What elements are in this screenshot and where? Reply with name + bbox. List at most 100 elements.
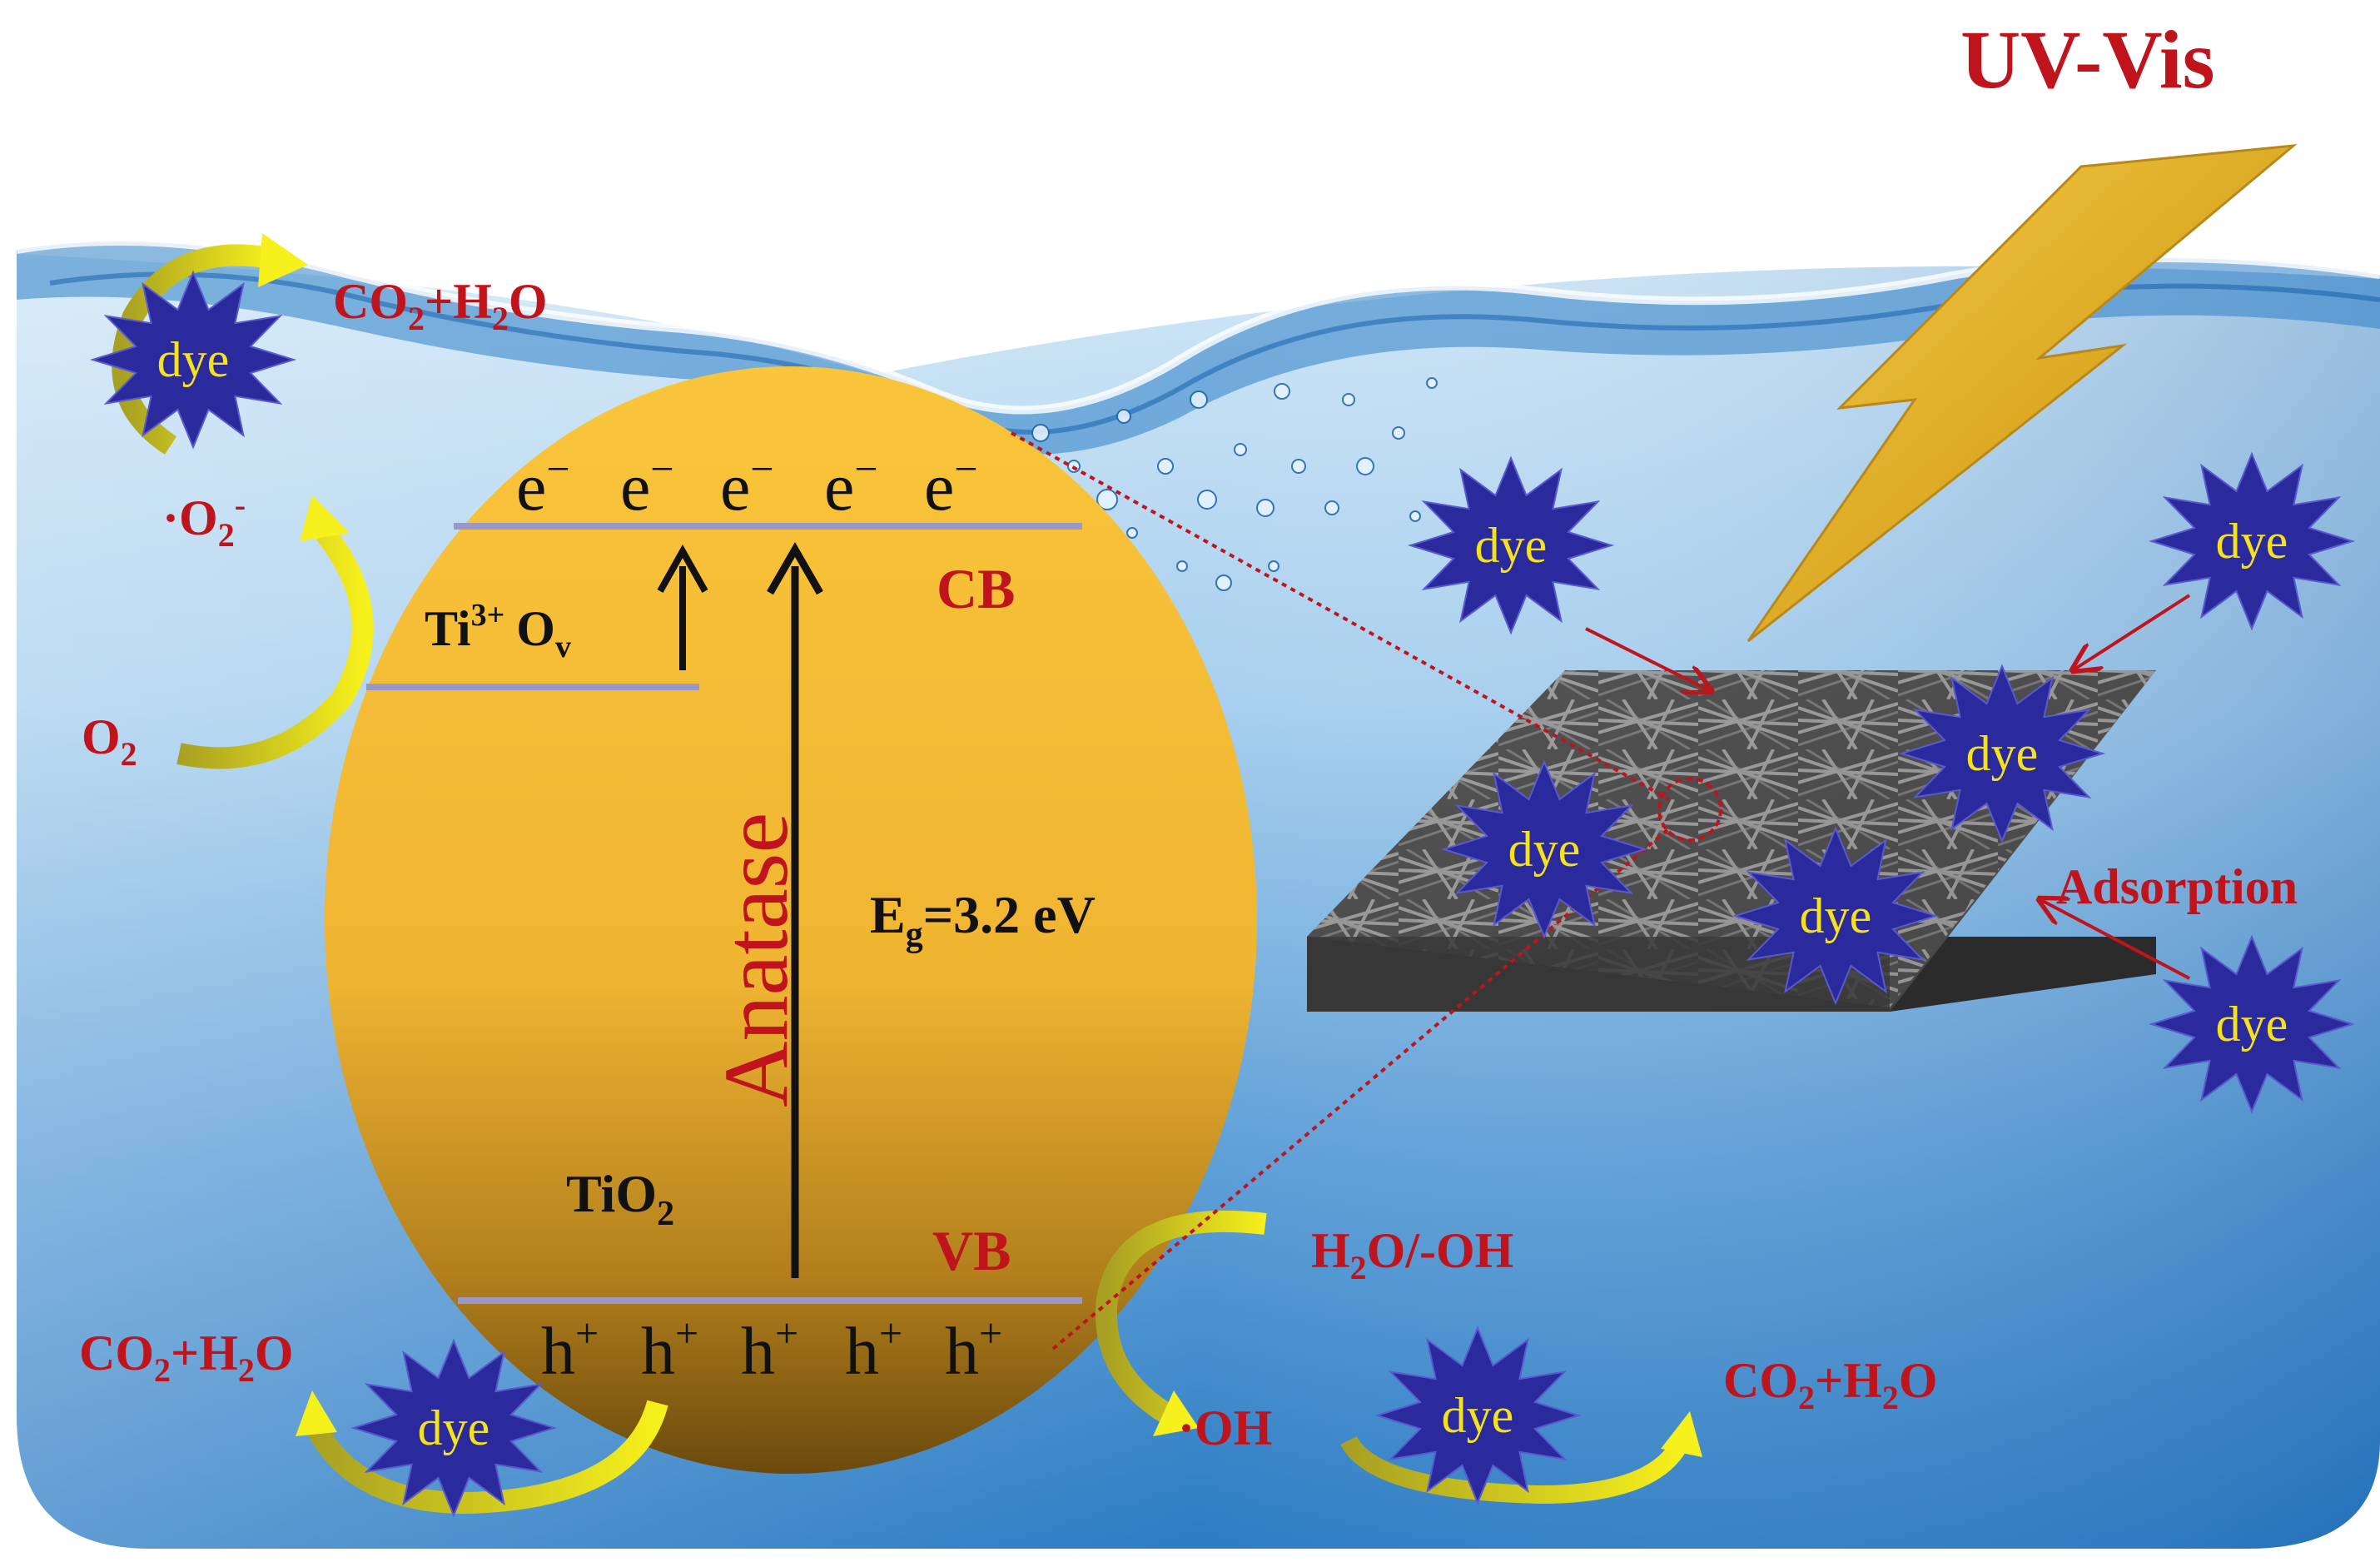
electron-4: e−: [824, 445, 878, 525]
dye-label: dye: [2216, 514, 2288, 569]
hole-4: h+: [845, 1310, 902, 1389]
electron-2: e−: [620, 445, 674, 525]
arc-o2-head: [300, 495, 350, 541]
dye-molecule: dye: [1732, 826, 1940, 1006]
dye-label: dye: [157, 332, 230, 387]
bubble: [1409, 510, 1421, 522]
dye-star-icon: [1374, 1326, 1582, 1505]
bubble: [1426, 377, 1438, 389]
adsorb-arrow-3: [2040, 899, 2190, 980]
bandgap-label: Eg=3.2 eV: [870, 885, 1096, 954]
water-bubbles: [991, 377, 1438, 606]
holes-row: h+ h+ h+ h+ h+: [541, 1310, 1002, 1389]
dye-molecule: dye: [1407, 455, 1615, 635]
bubble: [1215, 575, 1232, 591]
co2-h2o-bottom-left: CO2+H2O: [79, 1326, 294, 1389]
dye-label: dye: [2216, 997, 2288, 1052]
superoxide-label: ·O2-: [162, 486, 246, 554]
defect-ti: Ti: [425, 601, 471, 656]
arc-vb-left: [302, 1400, 668, 1515]
arc-vb-left-head: [296, 1390, 337, 1436]
defect-o: O: [516, 601, 555, 656]
material-sub: 2: [657, 1195, 674, 1233]
water-oh-label: H2O/-OH: [1311, 1223, 1513, 1286]
bubble: [1342, 393, 1355, 406]
tio2-particle: [325, 366, 1257, 1474]
dye-label: dye: [1508, 822, 1581, 877]
reaction-arcs: [112, 233, 1702, 1515]
bubble: [1176, 560, 1188, 572]
defect-o-sub: v: [555, 629, 571, 664]
hole-1: h+: [541, 1310, 599, 1389]
dye-star-icon: [1732, 826, 1940, 1006]
hydroxyl-label: ·OH: [1178, 1400, 1272, 1455]
adsorb-arrow-1: [1585, 627, 1711, 691]
bubble: [1234, 443, 1247, 456]
bubble: [1031, 424, 1050, 442]
dye-star-icon: [2148, 451, 2356, 631]
hole-2: h+: [641, 1310, 698, 1389]
dye-star-icon: [1407, 455, 1615, 635]
bubble: [1157, 458, 1174, 475]
material-label: TiO2: [566, 1164, 674, 1233]
lightning-icon: [1746, 144, 2298, 643]
dye-label: dye: [418, 1400, 490, 1455]
zoom-line-bottom: [1051, 827, 1671, 1351]
bubble: [1256, 499, 1274, 517]
bubble: [1356, 457, 1374, 475]
dye-label: dye: [1966, 726, 2039, 781]
bubble: [1274, 383, 1290, 400]
electron-1: e−: [516, 445, 570, 525]
bubble: [1324, 500, 1339, 515]
dye-molecule: dye: [2148, 451, 2356, 631]
co2-h2o-bottom-right: CO2+H2O: [1723, 1353, 1938, 1416]
dye-star-icon: [2148, 934, 2356, 1114]
adsorb-arrow-2: [2073, 594, 2191, 670]
bubble: [1197, 490, 1217, 510]
arc-oh: [1096, 1210, 1267, 1425]
membrane-front: [1307, 937, 1890, 1012]
arc-dye-top-head: [258, 233, 308, 287]
zoom-circle: [1657, 777, 1722, 842]
dye-star-icon: [350, 1338, 558, 1518]
co2-h2o-top: CO2+H2O: [333, 274, 548, 337]
cb-label: CB: [937, 557, 1015, 620]
arc-o2: [176, 525, 374, 769]
electrons-row: e− e− e− e− e−: [516, 445, 978, 525]
o2-label: O2: [82, 709, 137, 773]
arc-oh-head: [1153, 1390, 1199, 1436]
electron-3: e−: [720, 445, 774, 525]
bubble: [1096, 489, 1118, 510]
defect-ti-charge: 3+: [471, 598, 505, 633]
arc-vb-right-head: [1661, 1411, 1702, 1457]
bubble: [1291, 459, 1306, 474]
adsorption-label: Adsorption: [2056, 859, 2298, 914]
defect-arrowhead: [657, 544, 708, 593]
hole-5: h+: [945, 1310, 1002, 1389]
dye-molecules: dye dye dye dye dye dye dye dye dye: [89, 270, 2356, 1518]
arc-vb-right: [1340, 1435, 1690, 1505]
bubble: [1392, 426, 1405, 440]
bandgap-value: =3.2 eV: [923, 885, 1096, 944]
dye-star-icon: [1898, 664, 2106, 843]
hole-3: h+: [741, 1310, 798, 1389]
dye-molecule: dye: [1440, 759, 1648, 939]
dye-label: dye: [1475, 518, 1548, 573]
dye-molecule: dye: [89, 270, 297, 450]
bandgap-sub: g: [906, 916, 923, 954]
electron-5: e−: [924, 445, 978, 525]
defect-label: Ti3+ Ov: [425, 598, 571, 664]
dye-molecule: dye: [1898, 664, 2106, 843]
bubble: [1116, 409, 1131, 424]
dye-molecule: dye: [1374, 1326, 1582, 1505]
vb-label: VB: [932, 1219, 1011, 1282]
material-tio: TiO: [566, 1164, 657, 1223]
excitation-arrowhead: [767, 541, 823, 595]
dye-label: dye: [1800, 888, 1872, 943]
bandgap-e: E: [870, 885, 906, 944]
dye-star-icon: [1440, 759, 1648, 939]
arc-dye-top: [112, 244, 273, 455]
dye-star-icon: [89, 270, 297, 450]
uv-vis-title: UV-Vis: [1960, 13, 2215, 106]
